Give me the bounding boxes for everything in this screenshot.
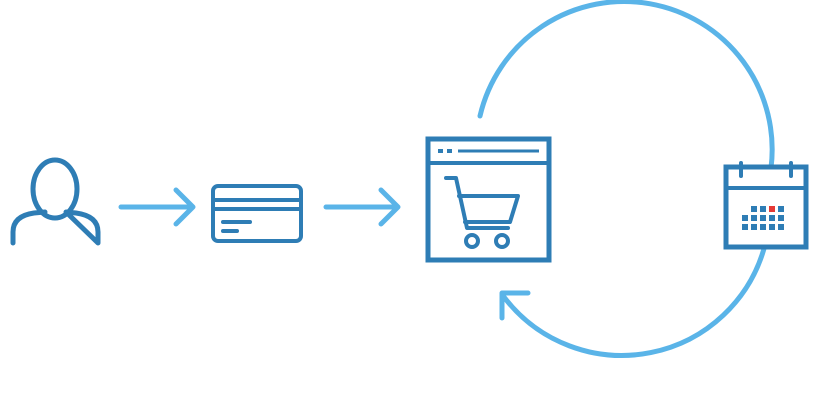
shopping-cart-browser-icon — [425, 136, 552, 263]
browser-dot-2 — [447, 149, 452, 153]
cycle-arc-top — [477, 0, 775, 171]
calendar-day-grid — [742, 206, 784, 230]
arrow-card-to-store — [323, 187, 401, 227]
browser-dot-1 — [438, 149, 443, 153]
shopping-cart-icon — [444, 176, 520, 249]
user-head — [30, 157, 80, 221]
user-icon — [10, 157, 101, 246]
cycle-arrowhead — [499, 290, 531, 321]
credit-card-icon — [211, 184, 303, 243]
card-outline — [211, 184, 303, 243]
cycle-arc-bottom — [501, 242, 768, 358]
arrow-user-to-card — [118, 187, 196, 227]
calendar-icon — [723, 161, 809, 250]
browser-window — [425, 136, 552, 263]
calendar-highlighted-day — [769, 206, 775, 212]
user-body — [10, 209, 101, 246]
